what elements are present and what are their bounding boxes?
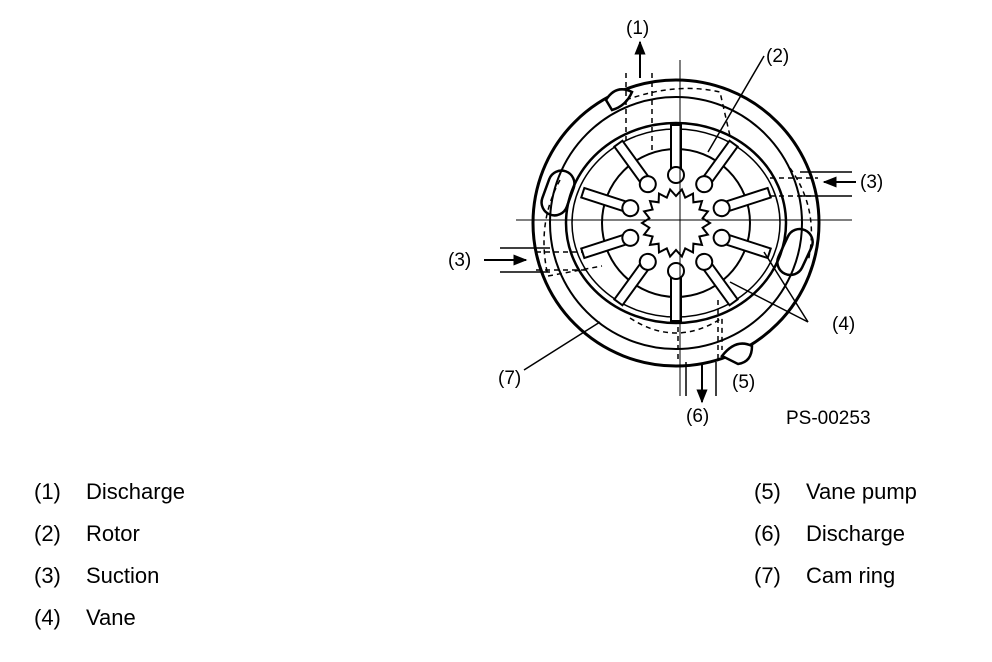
leader-vane-a <box>729 281 809 323</box>
legend-item: (4) Vane <box>34 607 334 629</box>
vane <box>695 252 740 307</box>
legend-number: (7) <box>754 563 781 588</box>
legend-item: (1) Discharge <box>34 481 334 503</box>
callout-4: (4) <box>832 314 855 335</box>
legend-left: (1) Discharge (2) Rotor (3) Suction (4) … <box>34 481 334 649</box>
spline-shaft <box>640 187 712 259</box>
callout-3-right: (3) <box>860 172 883 193</box>
inner-housing <box>549 96 803 350</box>
callout-3-left: (3) <box>448 250 471 271</box>
figure-code: PS-00253 <box>786 408 871 429</box>
vanes-group <box>579 124 773 322</box>
legend-item: (3) Suction <box>34 565 334 587</box>
cam-ring <box>564 121 788 325</box>
callout-5: (5) <box>732 372 755 393</box>
legend-label: Discharge <box>86 479 186 504</box>
legend-item: (5) Vane pump <box>754 481 984 503</box>
legend-label: Cam ring <box>806 563 896 588</box>
housing-notch-bottom <box>720 342 754 366</box>
vane <box>712 228 773 260</box>
legend-label: Rotor <box>86 521 140 546</box>
legend-right: (5) Vane pump (6) Discharge (7) Cam ring <box>754 481 984 607</box>
leader-cam-ring <box>523 321 601 371</box>
callout-1: (1) <box>626 18 649 39</box>
legend-item: (7) Cam ring <box>754 565 984 587</box>
vane <box>695 139 740 194</box>
vane-pump-diagram: (1) (2) (3) (3) (4) (5) (6) (7) PS-00253 <box>448 18 883 429</box>
legend-label: Vane <box>86 605 136 630</box>
legend-number: (3) <box>34 563 61 588</box>
legend-number: (1) <box>34 479 61 504</box>
legend-item: (6) Discharge <box>754 523 984 545</box>
vane <box>579 228 640 260</box>
vane <box>667 262 685 322</box>
vane <box>579 186 640 218</box>
legend-label: Vane pump <box>806 479 917 504</box>
vane <box>667 124 685 184</box>
callout-6: (6) <box>686 406 709 427</box>
callout-2: (2) <box>766 46 789 67</box>
suction-port-left-outline <box>536 179 603 277</box>
leader-vane-b <box>763 251 809 323</box>
callout-7: (7) <box>498 368 521 389</box>
legend-label: Suction <box>86 563 160 588</box>
legend-item: (2) Rotor <box>34 523 334 545</box>
discharge-port-top-outline <box>625 70 731 150</box>
legend-number: (6) <box>754 521 781 546</box>
vane <box>612 252 657 307</box>
leader-rotor <box>707 55 765 153</box>
legend-number: (4) <box>34 605 61 630</box>
vane <box>712 186 773 218</box>
legend-number: (5) <box>754 479 781 504</box>
legend-label: Discharge <box>806 521 906 546</box>
outer-housing <box>531 78 821 368</box>
vane <box>612 139 657 194</box>
legend-number: (2) <box>34 521 61 546</box>
